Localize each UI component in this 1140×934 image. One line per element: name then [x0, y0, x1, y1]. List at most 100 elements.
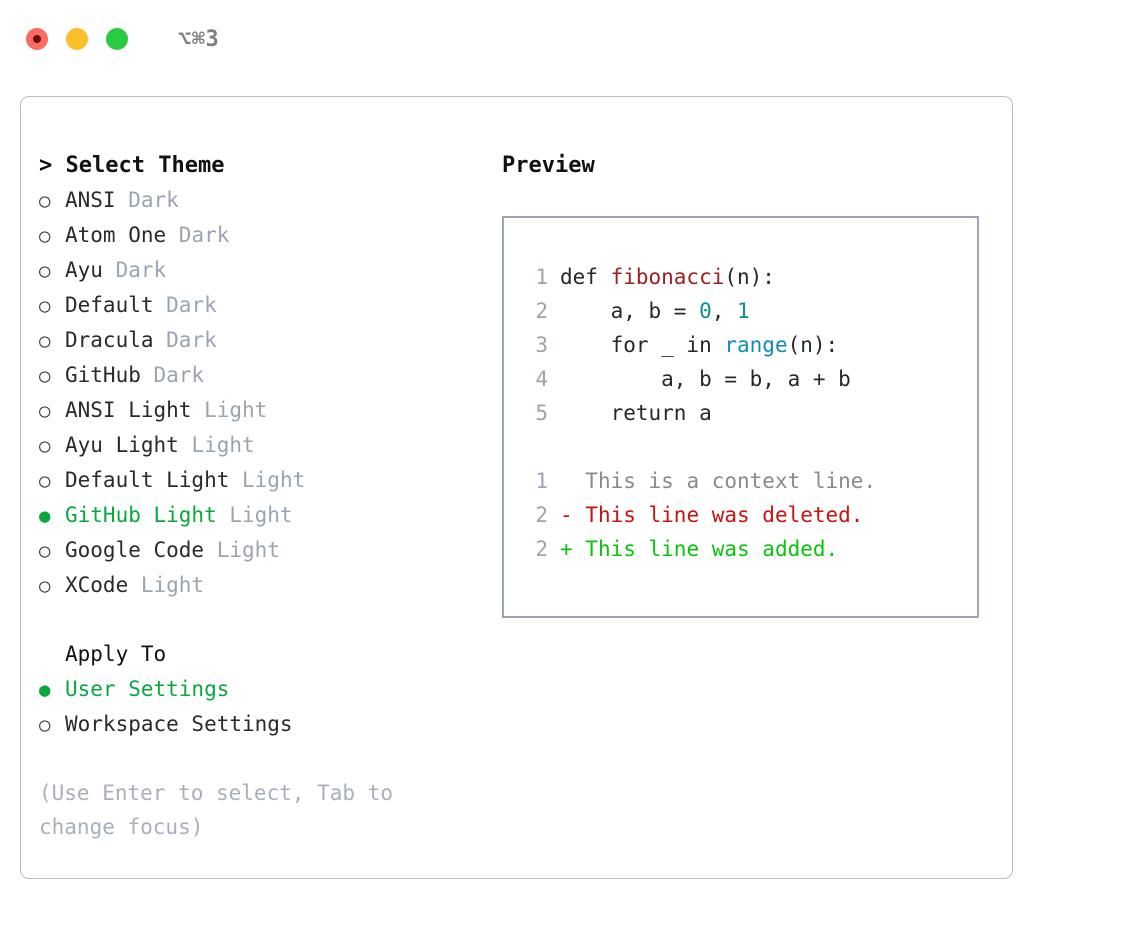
minimize-button[interactable]: [66, 28, 88, 50]
code-line: 1 def fibonacci(n):: [522, 260, 971, 294]
code-line: 5 return a: [522, 396, 971, 430]
radio-selected-icon: ●: [39, 505, 51, 527]
title-bar: ⌥⌘3: [0, 0, 1140, 78]
theme-option-variant: Dark: [102, 258, 167, 282]
caret-icon: >: [39, 153, 53, 178]
radio-unselected-icon: ○: [39, 575, 51, 597]
diff-sample: 1 This is a context line. 2- This line wa…: [522, 464, 971, 566]
theme-option-variant: Dark: [166, 223, 230, 247]
apply-to-header-row: ○ Apply To: [39, 637, 469, 672]
section-spacer: [39, 603, 469, 637]
radio-unselected-icon: ○: [39, 330, 51, 352]
code-line-content: def fibonacci(n):: [560, 260, 775, 294]
diff-marker: -: [560, 503, 573, 527]
code-blank-line: [522, 430, 971, 464]
radio-unselected-icon: ○: [39, 260, 51, 282]
theme-option-label: Google Code: [65, 538, 205, 562]
theme-option-github[interactable]: ○ GitHub Dark: [39, 358, 469, 393]
theme-option-xcode[interactable]: ○ XCode Light: [39, 568, 469, 603]
theme-option-variant: Light: [216, 503, 293, 527]
theme-option-ayu-light[interactable]: ○Ayu Light Light: [39, 428, 469, 463]
code-token-plain: for _ in: [560, 333, 725, 357]
theme-option-variant: Light: [128, 573, 205, 597]
theme-option-dracula[interactable]: ○Dracula Dark: [39, 323, 469, 358]
theme-picker-header: > Select Theme: [39, 149, 469, 183]
keyboard-hint: (Use Enter to select, Tab to change focu…: [39, 781, 394, 839]
code-line: 3 for _ in range(n):: [522, 328, 971, 362]
theme-option-label: GitHub Light: [65, 503, 217, 527]
line-number: 5: [535, 401, 548, 425]
apply-to-list: ●User Settings ○ Workspace Settings: [39, 672, 469, 742]
code-token-plain: ,: [711, 299, 738, 323]
radio-unselected-icon: ○: [39, 295, 51, 317]
theme-option-label: Ayu Light: [65, 433, 179, 457]
radio-unselected-icon: ○: [39, 435, 51, 457]
theme-option-variant: Light: [191, 398, 268, 422]
line-number: 1: [535, 265, 548, 289]
code-token-plain: return a: [560, 401, 712, 425]
code-token-plain: def: [560, 265, 611, 289]
theme-option-variant: Dark: [140, 363, 205, 387]
theme-option-atom-one[interactable]: ○ Atom One Dark: [39, 218, 469, 253]
code-token-number: 0: [699, 299, 712, 323]
theme-option-label: ANSI Light: [65, 398, 192, 422]
window-controls: [26, 28, 128, 50]
theme-option-label: GitHub: [65, 363, 141, 387]
theme-option-variant: Light: [204, 538, 280, 562]
theme-picker-title: Select Theme: [65, 153, 225, 178]
spacer-bullet: ○: [39, 638, 65, 672]
theme-option-github-light[interactable]: ● GitHub Light Light: [39, 498, 469, 533]
theme-list: ○ANSI Dark○Atom One Dark○Ayu Dark○Defaul…: [39, 183, 469, 603]
theme-option-ayu[interactable]: ○Ayu Dark: [39, 253, 469, 288]
code-line: 4 a, b = b, a + b: [522, 362, 971, 396]
line-number: 3: [535, 333, 548, 357]
code-token-plain: a, b = b, a + b: [560, 367, 851, 391]
diff-line-text: This line was added.: [572, 537, 839, 561]
code-token-number: 1: [737, 299, 750, 323]
theme-option-label: Default Light: [65, 468, 230, 492]
line-number: 2: [535, 299, 548, 323]
theme-picker-panel: > Select Theme ○ANSI Dark○Atom One Dark○…: [39, 149, 469, 844]
apply-to-option-workspace-settings[interactable]: ○ Workspace Settings: [39, 707, 469, 742]
theme-option-ansi[interactable]: ○ANSI Dark: [39, 183, 469, 218]
apply-to-option-user-settings[interactable]: ●User Settings: [39, 672, 469, 707]
theme-option-variant: Light: [229, 468, 306, 492]
theme-option-label: Dracula: [65, 328, 154, 352]
code-token-plain: (n):: [787, 333, 839, 357]
diff-marker: [560, 464, 573, 498]
diff-line-text: This line was deleted.: [572, 503, 864, 527]
radio-unselected-icon: ○: [39, 470, 51, 492]
theme-option-google-code[interactable]: ○Google Code Light: [39, 533, 469, 568]
radio-unselected-icon: ○: [39, 225, 51, 247]
theme-option-label: XCode: [65, 573, 129, 597]
code-line-content: a, b = b, a + b: [560, 362, 851, 396]
preview-title: Preview: [502, 153, 595, 178]
theme-option-default-light[interactable]: ○ Default Light Light: [39, 463, 469, 498]
diff-marker: +: [560, 537, 573, 561]
radio-unselected-icon: ○: [39, 714, 51, 736]
code-line-content: a, b = 0, 1: [560, 294, 750, 328]
code-token-plain: a, b =: [560, 299, 700, 323]
diff-line-context: 1 This is a context line.: [522, 464, 971, 498]
keyboard-shortcut-label: ⌥⌘3: [178, 26, 220, 52]
theme-option-variant: Dark: [153, 293, 217, 317]
radio-unselected-icon: ○: [39, 365, 51, 387]
diff-line-text: This is a context line.: [572, 469, 877, 493]
radio-unselected-icon: ○: [39, 400, 51, 422]
code-line-content: return a: [560, 396, 712, 430]
zoom-button[interactable]: [106, 28, 128, 50]
code-token-function: fibonacci: [610, 265, 725, 289]
line-number: 4: [535, 367, 548, 391]
theme-option-label: Default: [65, 293, 154, 317]
code-token-keyword: range: [724, 333, 788, 357]
radio-unselected-icon: ○: [39, 190, 51, 212]
theme-option-label: Atom One: [65, 223, 167, 247]
line-number: 2: [535, 537, 548, 561]
theme-option-ansi-light[interactable]: ○ ANSI Light Light: [39, 393, 469, 428]
apply-to-option-label: Workspace Settings: [65, 712, 293, 736]
theme-option-default[interactable]: ○ Default Dark: [39, 288, 469, 323]
close-button[interactable]: [26, 28, 48, 50]
